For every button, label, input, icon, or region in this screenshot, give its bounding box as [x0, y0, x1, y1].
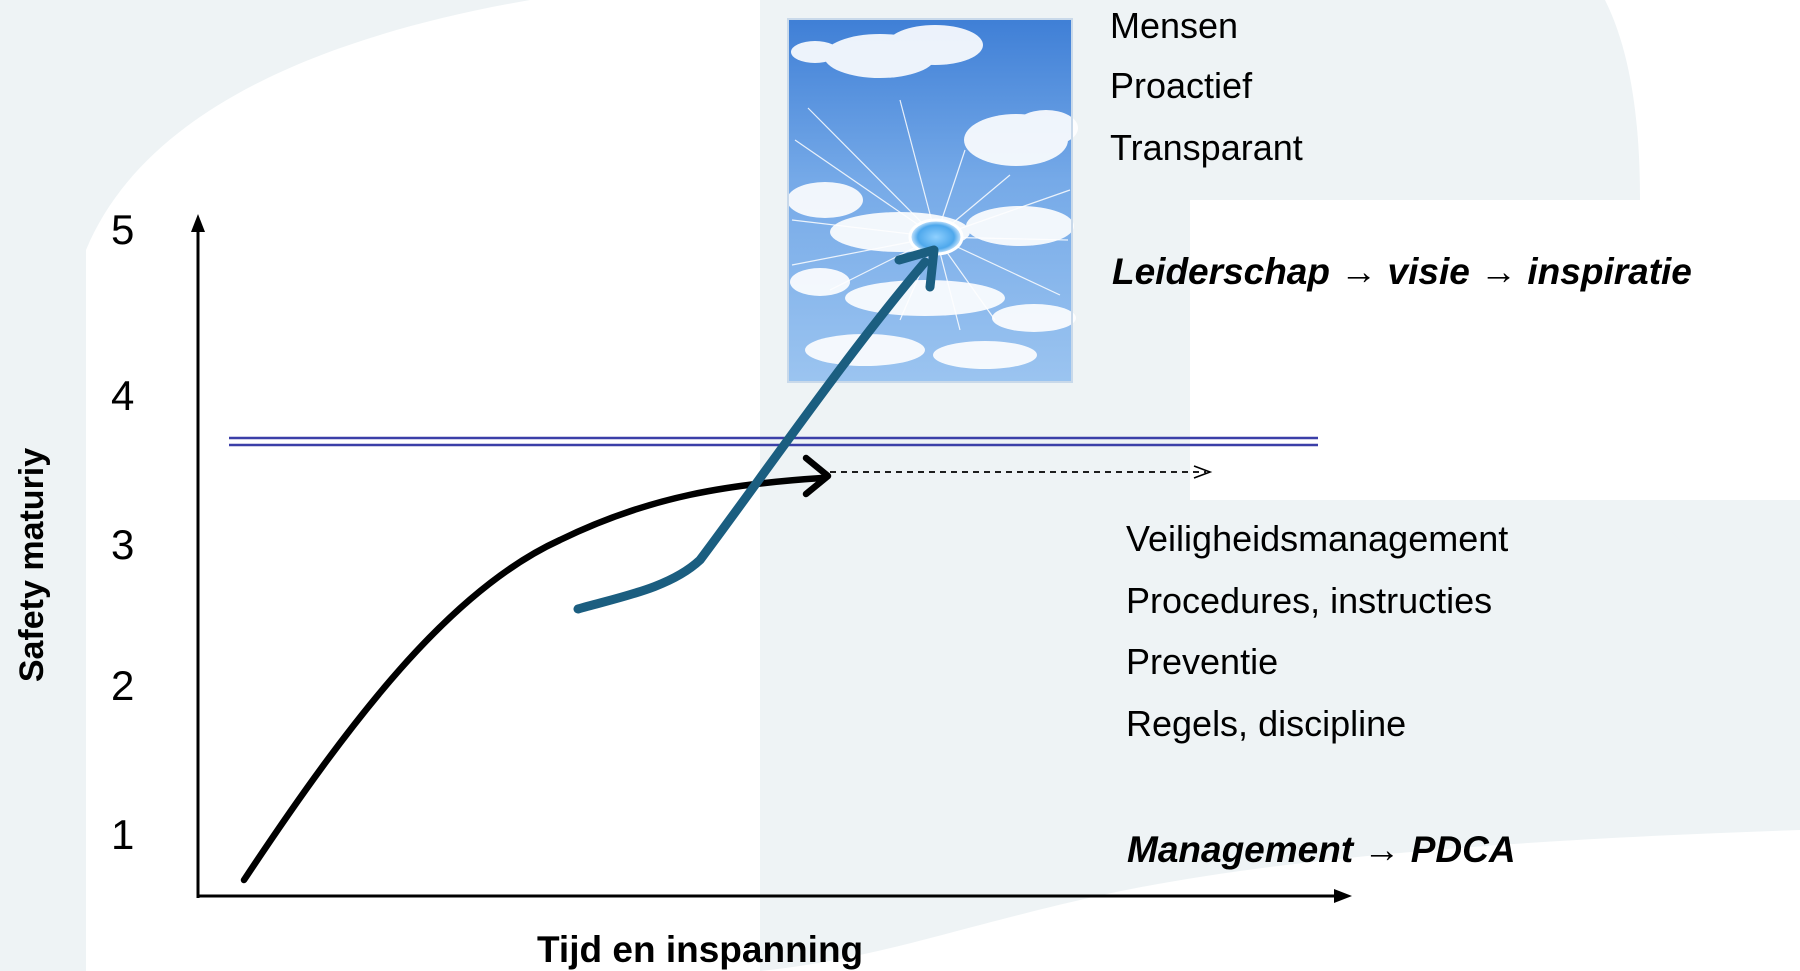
label-preventie: Preventie	[1126, 641, 1279, 682]
label-mensen: Mensen	[1110, 5, 1239, 46]
label-regels: Regels, discipline	[1126, 703, 1407, 744]
y-axis-label: Safety maturiy	[13, 447, 51, 683]
label-proactief: Proactief	[1110, 65, 1253, 106]
y-tick-1: 1	[111, 811, 135, 858]
management-emphasis: Management → PDCA	[1127, 829, 1516, 870]
ceiling-line	[229, 436, 1318, 447]
x-axis	[198, 889, 1352, 903]
breakthrough-arrow	[573, 245, 939, 614]
cracked-sky-image	[787, 18, 1078, 383]
leadership-emphasis: Leiderschap → visie → inspiratie	[1112, 251, 1692, 292]
y-tick-5: 5	[111, 206, 135, 253]
label-transparant: Transparant	[1110, 127, 1303, 168]
label-veiligheidsmanagement: Veiligheidsmanagement	[1126, 518, 1509, 559]
maturity-curve	[240, 454, 832, 884]
y-tick-3: 3	[111, 521, 135, 568]
y-tick-4: 4	[111, 372, 135, 419]
y-axis	[191, 214, 205, 898]
x-axis-label: Tijd en inspanning	[537, 929, 864, 970]
label-procedures: Procedures, instructies	[1126, 580, 1493, 621]
plateau-dashed-arrow	[830, 465, 1213, 479]
y-tick-2: 2	[111, 662, 135, 709]
